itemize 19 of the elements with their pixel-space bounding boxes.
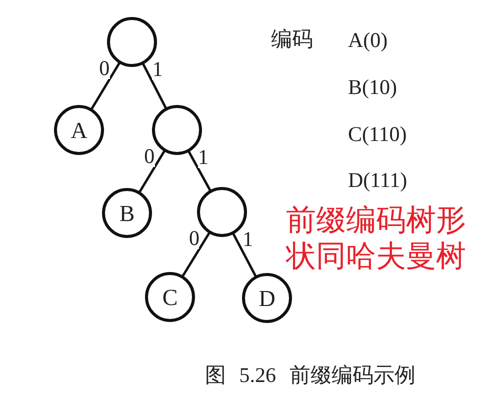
code-label: A(0): [348, 29, 388, 52]
connector-line: [142, 62, 168, 110]
connector-line: [138, 150, 166, 194]
connector-line: [232, 232, 257, 278]
column-heading: 编码: [271, 28, 313, 52]
letter-circle: B: [102, 188, 152, 238]
note-text: 前缀编码树形状同哈夫曼树: [286, 203, 467, 275]
connector-line: [181, 232, 211, 278]
code-label: B(10): [348, 76, 397, 100]
code-label: C(110): [348, 123, 407, 146]
letter-circle: C: [145, 272, 195, 322]
figure-caption: 图 5.26 前缀编码示例: [205, 364, 416, 388]
edge-label: 0: [99, 58, 110, 80]
letter-circle: D: [242, 273, 292, 323]
connector-line: [90, 62, 121, 110]
code-label: D(111): [348, 169, 408, 192]
connector-line: [187, 150, 212, 192]
letter-circle: A: [54, 105, 104, 155]
edge-label: 0: [144, 146, 155, 168]
